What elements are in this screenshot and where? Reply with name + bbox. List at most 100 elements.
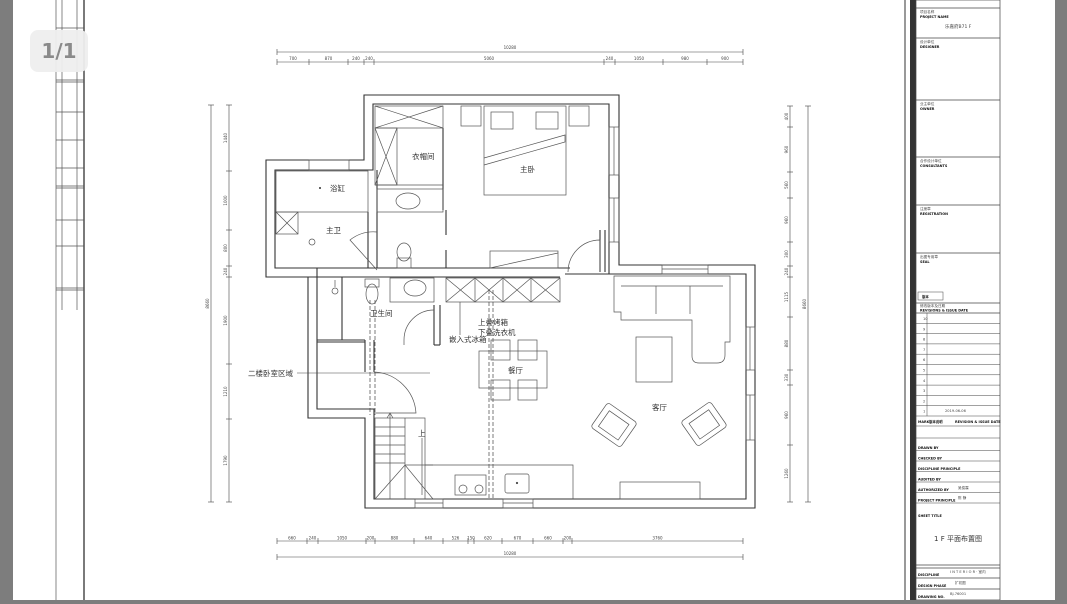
room-label-closet: 衣帽间 [412,151,435,161]
revision-row-number: 7 [923,348,925,352]
dimension-label: 980 [681,56,689,61]
revision-row-number: 9 [923,327,926,331]
bathtub-drain [319,187,321,189]
tv-cabinet [619,481,701,500]
stairs [374,412,434,500]
registration-label: 注册章 [920,206,931,211]
dimension-label: 1900 [223,315,228,326]
sheet-title-label: SHEET TITLE [918,514,942,518]
revision-row-number: 2 [923,399,925,403]
room-label-living: 客厅 [652,402,667,412]
room-label-dining: 餐厅 [508,366,523,375]
annotation-fridge: 嵌入式冰箱 [449,334,487,344]
revision-row-number: 10 [923,317,928,321]
dimension-label: 880 [391,536,399,541]
owner-label: 业主单位 [920,101,935,106]
dining-set [478,339,548,401]
floor-plan: 浴缸 主卫 衣帽间 主卧 卫生间 上叠烤箱 下叠洗衣机 嵌入式冰箱 二楼卧室区域… [248,94,756,509]
discipline: I N T E R I O R · 室内 [950,569,986,574]
dimension-label: 640 [425,536,433,541]
wc-fixtures [331,277,435,305]
toilet [396,242,412,269]
dimension-label: 1260 [784,468,789,479]
project-label: 项目名称 [920,9,935,14]
consultants-label-en: CONSULTANTS [920,164,948,168]
revision-date: 2019-06-06 [945,409,967,413]
interior-walls [300,128,609,372]
dimension-label: 240 [784,267,789,275]
dimension-total: 8660 [802,298,807,309]
dimension-label: 870 [325,56,333,61]
mark-date-label: REVISION & ISSUE DATE [955,420,1001,424]
signature-label-audited-by: AUDITED BY [918,478,941,482]
dimension-label: 800 [223,244,228,252]
revision-row-number: 5 [923,369,925,373]
authorized-name: 吴俊霖 [958,485,969,490]
owner-label-en: OWNER [920,107,935,111]
closet-wardrobe [374,105,444,186]
room-label-bathtub: 浴缸 [330,183,345,193]
signature-label-checked-by: CHECKED BY [918,457,942,461]
vanity-sink [376,188,444,213]
revisions-label: 修改版本及日期 [920,303,946,308]
annotation-upstairs-area: 二楼卧室区域 [248,368,293,378]
outer-wall [265,94,756,509]
bath-cabinet [275,211,299,235]
signature-label-project-principle: PROJECT PRINCIPLE [918,499,956,503]
dimension-label: 960 [784,145,789,153]
sheet-title: 1 F 平面布置图 [934,534,982,543]
dimension-label: 300 [784,250,789,258]
consultants-label: 合作设计单位 [920,158,942,163]
version-label: 版本 [922,294,929,299]
dimension-label: 150 [467,536,475,541]
designer-label-en: DESIGNER [920,45,940,49]
revision-row-number: 8 [923,338,926,342]
phase-label: DESIGN PHASE [918,584,947,588]
dimension-label: 240 [606,56,614,61]
discipline-label: DISCIPLINE [918,573,940,577]
revisions-label-en: REVISIONS & ISSUE DATE [920,309,969,313]
phase: 扩初图 [955,580,966,585]
dimension-total: 10280 [504,45,517,50]
dimension-label: 5060 [484,56,495,61]
annotation-oven: 上叠烤箱 [478,317,508,327]
designer-label: 设计单位 [920,39,935,44]
bathtub [275,170,369,213]
armchair [681,402,727,446]
annotation-washer: 下叠洗衣机 [478,327,516,337]
dimension-label: 200 [367,536,375,541]
dimension-label: 960 [784,216,789,224]
room-label-master-bath: 主卫 [326,225,341,235]
dimension-label: 240 [365,56,373,61]
coffee-table [635,336,673,383]
dimension-label: 960 [784,411,789,419]
dimension-label: 240 [352,56,360,61]
drawing-no: BJ-76001 [950,592,966,596]
dimension-label: 670 [514,536,522,541]
seal-label-en: SEAL [920,260,930,264]
dimension-label: 660 [288,536,296,541]
dimension-total: 8660 [205,298,210,309]
shower-head-icon [308,238,316,246]
page [13,0,1055,600]
dimension-label: 620 [484,536,492,541]
dimension-label: 1790 [223,455,228,466]
dimension-label: 1115 [784,291,789,302]
dimension-label: 560 [784,181,789,189]
room-label-master-bedroom: 主卧 [520,164,535,174]
dimension-label: 526 [452,536,460,541]
dimension-label: 1440 [223,132,228,143]
dimension-label: 200 [564,536,572,541]
dimension-label: 240 [309,536,317,541]
signature-label-drawn-by: DRAWN BY [918,446,939,450]
dimension-label: 3760 [652,536,663,541]
dimension-label: 330 [784,373,789,381]
kitchen-counter [425,464,574,499]
stairs-up-label: 上 [418,429,426,438]
drawing-no-label: DRAWING NO. [918,595,945,599]
dimension-label: 660 [544,536,552,541]
